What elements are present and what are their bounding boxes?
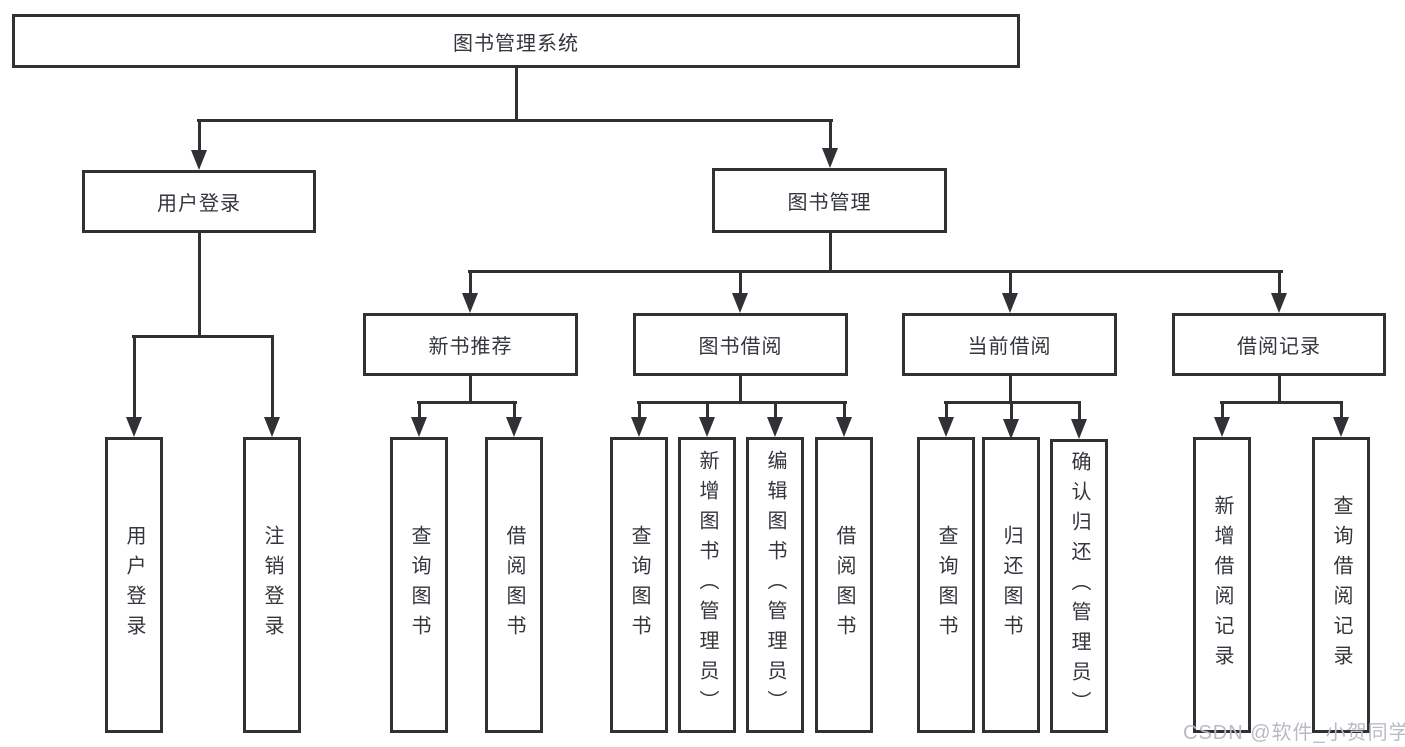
connector-line: [1220, 401, 1224, 419]
leaf-logout: 注销登录: [243, 437, 301, 733]
arrow-down-icon: [1271, 293, 1287, 313]
watermark: CSDN @软件_小贺同学: [1183, 722, 1405, 744]
leaf-query-books-current: 查询图书: [917, 437, 975, 733]
arrow-down-icon: [1071, 419, 1087, 439]
connector-line: [468, 376, 472, 403]
connector-line: [417, 401, 517, 404]
leaf-add-borrow-record: 新增借阅记录: [1193, 437, 1251, 733]
node-user-login: 用户登录: [82, 170, 316, 233]
node-book-management: 图书管理: [712, 168, 947, 233]
arrow-down-icon: [1003, 419, 1019, 439]
connector-line: [270, 335, 274, 419]
arrow-down-icon: [938, 417, 954, 437]
connector-line: [842, 401, 846, 419]
connector-line: [738, 270, 742, 295]
leaf-borrow-books-recommend: 借阅图书: [485, 437, 543, 733]
connector-line: [1008, 270, 1012, 295]
leaf-query-books-recommend: 查询图书: [390, 437, 448, 733]
connector-line: [197, 233, 201, 337]
arrow-down-icon: [767, 417, 783, 437]
connector-line: [828, 119, 832, 150]
connector-line: [637, 401, 847, 404]
connector-line: [1008, 376, 1012, 403]
node-root: 图书管理系统: [12, 14, 1020, 68]
connector-line: [197, 119, 201, 152]
connector-line: [132, 335, 274, 338]
leaf-query-borrow-record: 查询借阅记录: [1312, 437, 1370, 733]
arrow-down-icon: [411, 417, 427, 437]
arrow-down-icon: [462, 293, 478, 313]
node-borrow-records: 借阅记录: [1172, 313, 1386, 376]
arrow-down-icon: [631, 417, 647, 437]
connector-line: [705, 401, 709, 419]
connector-line: [1009, 401, 1013, 421]
arrow-down-icon: [191, 150, 207, 170]
connector-line: [512, 401, 516, 419]
connector-line: [773, 401, 777, 419]
arrow-down-icon: [732, 293, 748, 313]
arrow-down-icon: [822, 148, 838, 168]
connector-line: [944, 401, 948, 419]
connector-line: [828, 233, 832, 272]
arrow-down-icon: [699, 417, 715, 437]
node-book-borrow: 图书借阅: [633, 313, 848, 376]
leaf-return-books: 归还图书: [982, 437, 1040, 733]
arrow-down-icon: [1333, 417, 1349, 437]
node-current-borrow: 当前借阅: [902, 313, 1117, 376]
connector-line: [1220, 401, 1343, 404]
connector-line: [1339, 401, 1343, 419]
connector-line: [1277, 376, 1281, 403]
leaf-edit-books-admin: 编辑图书（管理员）: [746, 437, 804, 733]
connector-line: [417, 401, 421, 419]
arrow-down-icon: [1002, 293, 1018, 313]
leaf-user-login: 用户登录: [105, 437, 163, 733]
leaf-add-books-admin: 新增图书（管理员）: [678, 437, 736, 733]
connector-line: [944, 401, 1081, 404]
connector-line: [738, 376, 742, 403]
arrow-down-icon: [1214, 417, 1230, 437]
leaf-borrow-books: 借阅图书: [815, 437, 873, 733]
connector-line: [637, 401, 641, 419]
leaf-confirm-return-admin: 确认归还（管理员）: [1050, 439, 1108, 733]
connector-line: [468, 270, 1283, 273]
connector-line: [197, 119, 833, 122]
leaf-query-books-borrow: 查询图书: [610, 437, 668, 733]
connector-line: [514, 67, 518, 121]
connector-line: [1277, 270, 1281, 295]
arrow-down-icon: [264, 417, 280, 437]
node-new-book-recommend: 新书推荐: [363, 313, 578, 376]
arrow-down-icon: [126, 417, 142, 437]
connector-line: [132, 335, 136, 419]
connector-line: [1077, 401, 1081, 421]
arrow-down-icon: [836, 417, 852, 437]
arrow-down-icon: [506, 417, 522, 437]
connector-line: [468, 270, 472, 295]
